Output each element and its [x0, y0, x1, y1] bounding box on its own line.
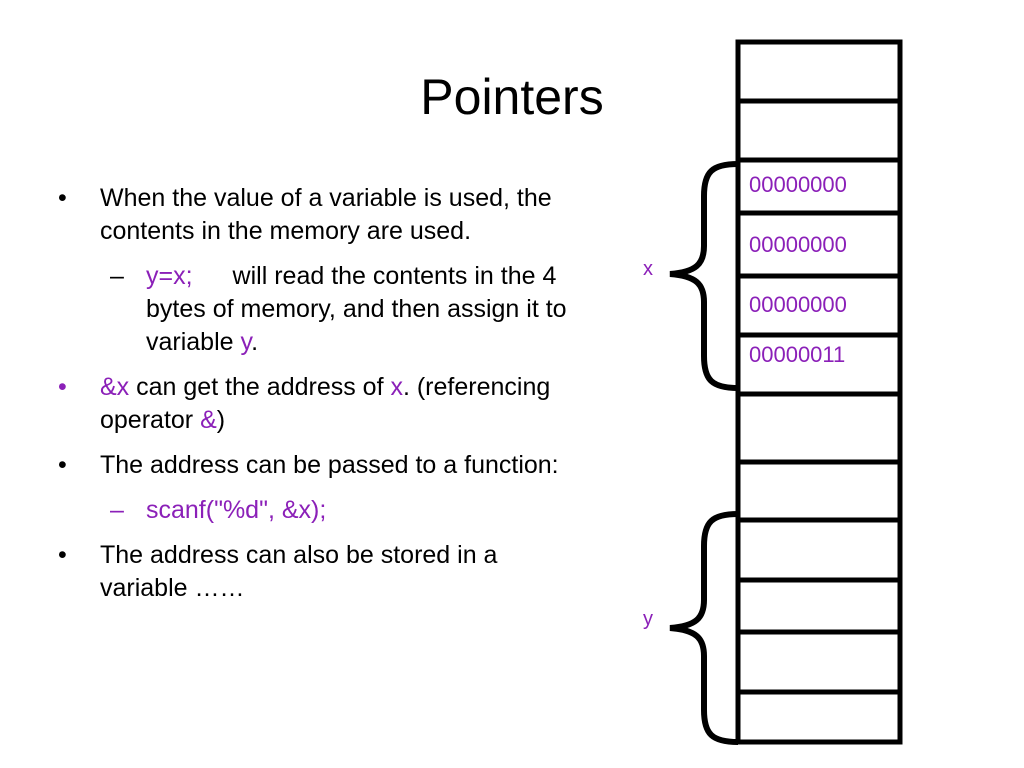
bullet-text: can get the address of — [129, 373, 391, 401]
bullet-list: • When the value of a variable is used, … — [58, 182, 578, 617]
memory-byte: 00000000 — [749, 292, 847, 317]
memory-byte: 00000011 — [749, 342, 846, 367]
y-brace-icon — [669, 511, 739, 745]
bullet-item: • &x can get the address of x. (referenc… — [58, 371, 578, 437]
dash-marker: – — [110, 496, 124, 524]
bullet-marker: • — [58, 373, 67, 401]
variable-name-y: y — [240, 328, 252, 356]
x-label: x — [643, 258, 653, 280]
bullet-item: • When the value of a variable is used, … — [58, 182, 578, 248]
bullet-marker: • — [58, 184, 67, 212]
memory-byte: 00000000 — [749, 172, 847, 197]
bullet-text: ) — [216, 406, 226, 434]
bullet-marker: • — [58, 451, 67, 479]
memory-column — [735, 39, 903, 745]
bullet-item: • The address can be passed to a functio… — [58, 449, 578, 482]
bullet-text: will read the contents in the 4 bytes of… — [146, 262, 567, 356]
code-scanf: scanf("%d", &x); — [146, 496, 327, 524]
sub-bullet-item: – y=x;will read the contents in the 4 by… — [58, 260, 578, 359]
bullet-text: . (referencing operator — [100, 373, 551, 434]
referencing-operator: & — [200, 406, 217, 434]
bullet-item: • The address can also be stored in a va… — [58, 539, 578, 605]
bullet-text: . — [251, 328, 259, 356]
bullet-text: The address can be passed to a function: — [100, 451, 559, 479]
code-address-of-x: &x — [100, 373, 130, 401]
bullet-marker: • — [58, 541, 67, 569]
sub-bullet-item: – scanf("%d", &x); — [58, 494, 578, 527]
y-label: y — [643, 608, 653, 630]
slide-title: Pointers — [420, 69, 604, 125]
dash-marker: – — [110, 262, 124, 290]
bullet-text: The address can also be stored in a vari… — [100, 541, 498, 602]
variable-name-x: x — [390, 373, 403, 401]
code-assignment: y=x; — [146, 262, 193, 290]
memory-byte: 00000000 — [749, 232, 847, 257]
bullet-text: When the value of a variable is used, th… — [100, 184, 552, 245]
x-brace-icon — [669, 161, 739, 391]
